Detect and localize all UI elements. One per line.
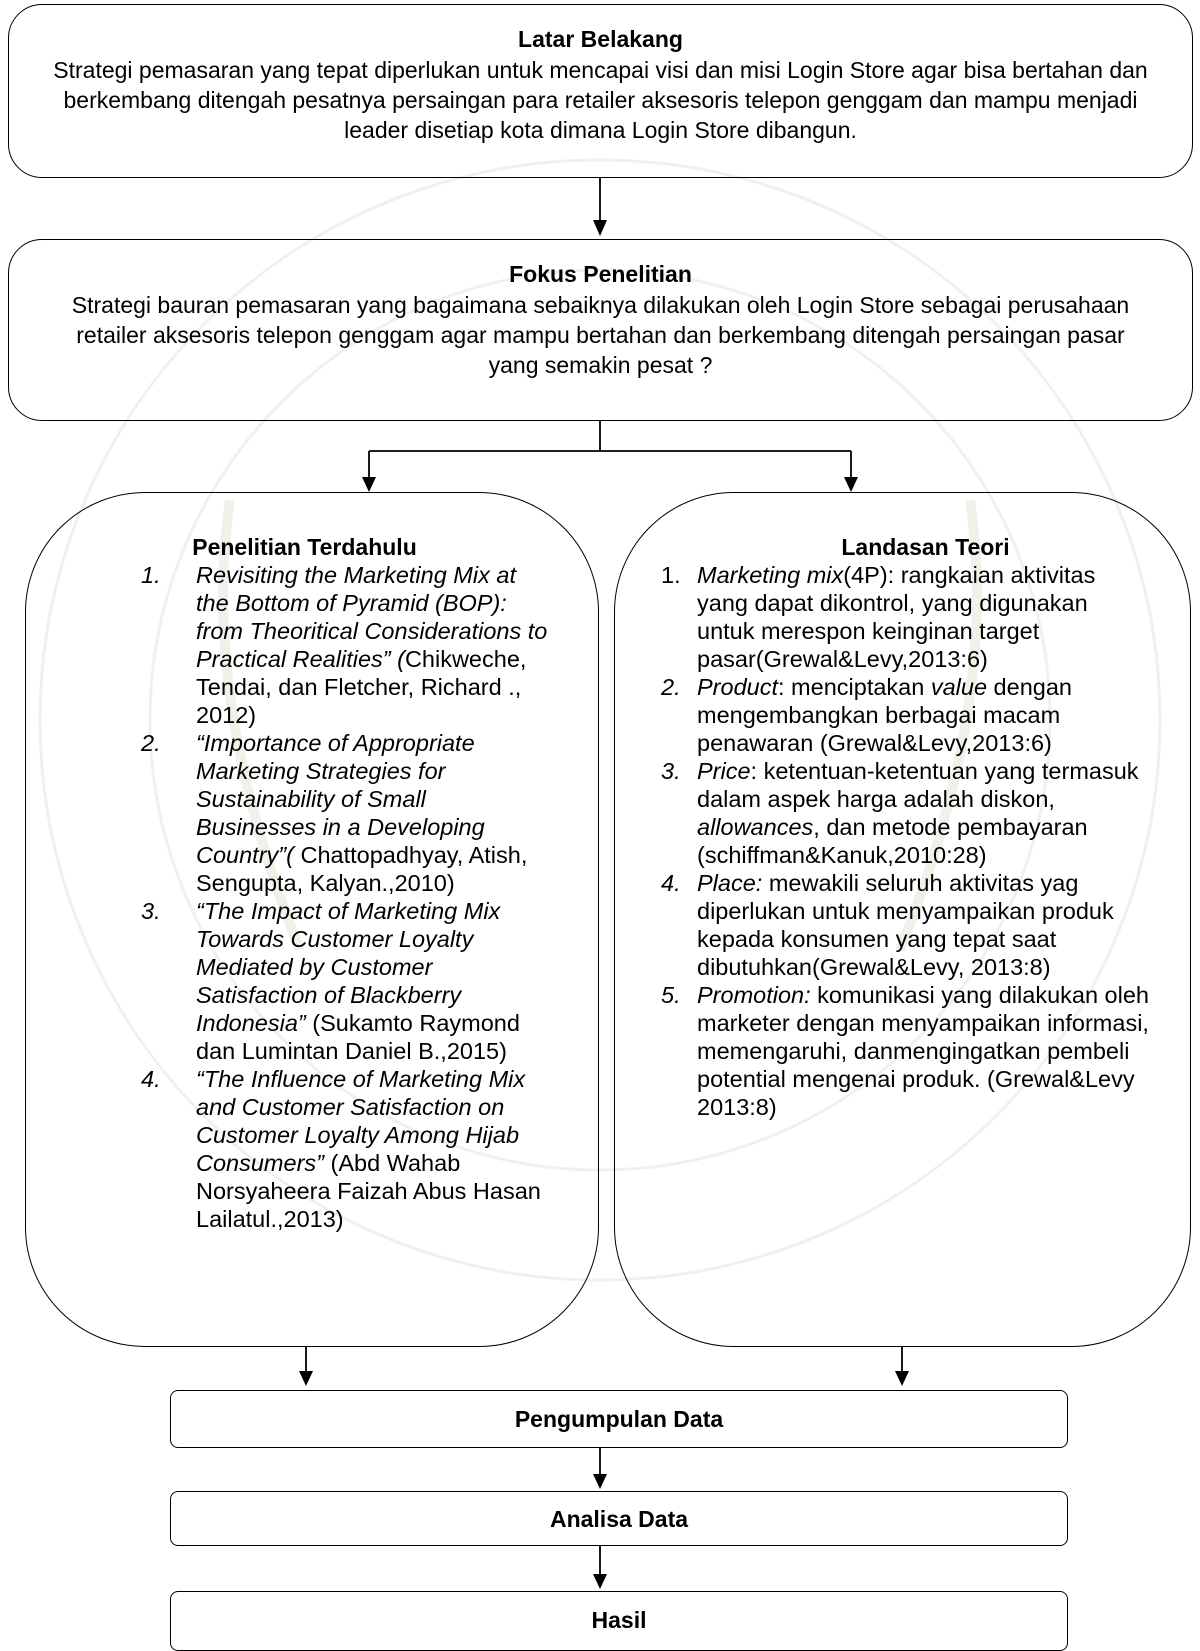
theory-text: : menciptakan bbox=[778, 674, 931, 700]
list-number: 4. bbox=[661, 870, 681, 896]
reference-citation: (Abd Wahab Norsyaheera Faizah Abus Hasan… bbox=[196, 1150, 541, 1232]
fokus-penelitian-text: Strategi bauran pemasaran yang bagaimana… bbox=[71, 292, 1130, 378]
theory-emphasis: allowances bbox=[697, 814, 814, 840]
list-number: 5. bbox=[661, 982, 681, 1008]
theory-text: komunikasi yang dilakukan oleh marketer … bbox=[697, 982, 1149, 1120]
theory-term: Price bbox=[697, 758, 751, 784]
penelitian-terdahulu-box: Penelitian Terdahulu 1. Revisiting the M… bbox=[25, 492, 599, 1347]
reference-citation: Chattopadhyay, Atish, Sengupta, Kalyan.,… bbox=[196, 842, 528, 896]
list-item: 2. “Importance of Appropriate Marketing … bbox=[141, 729, 548, 897]
list-number: 2. bbox=[661, 674, 681, 700]
reference-title: “The Impact of Marketing Mix Towards Cus… bbox=[196, 898, 501, 1036]
reference-title: “The Influence of Marketing Mix and Cust… bbox=[196, 1066, 526, 1176]
latar-belakang-box: Latar Belakang Strategi pemasaran yang t… bbox=[8, 4, 1193, 178]
list-item: 3. “The Impact of Marketing Mix Towards … bbox=[141, 897, 548, 1065]
list-number: 1. bbox=[661, 562, 681, 588]
reference-citation: Chikweche, Tendai, dan Fletcher, Richard… bbox=[196, 646, 527, 728]
list-item: 4. Place: mewakili seluruh aktivitas yag… bbox=[661, 869, 1150, 981]
analisa-data-box: Analisa Data bbox=[170, 1491, 1068, 1546]
pengumpulan-data-box: Pengumpulan Data bbox=[170, 1390, 1068, 1448]
fokus-penelitian-box: Fokus Penelitian Strategi bauran pemasar… bbox=[8, 239, 1193, 421]
theory-emphasis: value bbox=[930, 674, 988, 700]
list-number: 4. bbox=[141, 1066, 161, 1092]
fokus-penelitian-title: Fokus Penelitian bbox=[509, 261, 692, 287]
list-item: 1. Revisiting the Marketing Mix at the B… bbox=[141, 561, 548, 729]
landasan-teori-list: 1. Marketing mix(4P): rangkaian aktivita… bbox=[661, 561, 1150, 1121]
theory-term: Marketing mix bbox=[697, 562, 844, 588]
list-number: 1. bbox=[141, 562, 161, 588]
list-item: 4. “The Influence of Marketing Mix and C… bbox=[141, 1065, 548, 1233]
theory-term: Place: bbox=[697, 870, 763, 896]
analisa-data-label: Analisa Data bbox=[549, 1506, 689, 1532]
landasan-teori-title: Landasan Teori bbox=[841, 534, 1010, 560]
list-item: 1. Marketing mix(4P): rangkaian aktivita… bbox=[661, 561, 1150, 673]
theory-text: mewakili seluruh aktivitas yag diperluka… bbox=[697, 870, 1114, 980]
list-number: 3. bbox=[141, 898, 161, 924]
hasil-label: Hasil bbox=[591, 1607, 647, 1633]
latar-belakang-title: Latar Belakang bbox=[518, 26, 683, 52]
theory-term: Product bbox=[697, 674, 778, 700]
list-item: 5. Promotion: komunikasi yang dilakukan … bbox=[661, 981, 1150, 1121]
reference-title: “Importance of Appropriate Marketing Str… bbox=[196, 730, 485, 868]
theory-text-cont: dengan mengembangkan berbagai macam pena… bbox=[697, 674, 1072, 756]
reference-citation: (Sukamto Raymond dan Lumintan Daniel B.,… bbox=[196, 1010, 520, 1064]
theory-text: : ketentuan-ketentuan yang termasuk dala… bbox=[697, 758, 1139, 812]
pengumpulan-data-label: Pengumpulan Data bbox=[514, 1406, 724, 1432]
penelitian-terdahulu-title: Penelitian Terdahulu bbox=[192, 534, 417, 560]
landasan-teori-box: Landasan Teori 1. Marketing mix(4P): ran… bbox=[614, 492, 1191, 1347]
theory-text: (4P): rangkaian aktivitas yang dapat dik… bbox=[697, 562, 1096, 672]
list-number: 2. bbox=[141, 730, 161, 756]
list-item: 3. Price: ketentuan-ketentuan yang terma… bbox=[661, 757, 1150, 869]
hasil-box: Hasil bbox=[170, 1591, 1068, 1651]
theory-text-cont: , dan metode pembayaran (schiffman&Kanuk… bbox=[697, 814, 1088, 868]
reference-title: Revisiting the Marketing Mix at the Bott… bbox=[196, 562, 548, 672]
latar-belakang-text: Strategi pemasaran yang tepat diperlukan… bbox=[53, 57, 1148, 143]
penelitian-terdahulu-list: 1. Revisiting the Marketing Mix at the B… bbox=[141, 561, 548, 1233]
list-number: 3. bbox=[661, 758, 681, 784]
theory-term: Promotion: bbox=[697, 982, 811, 1008]
list-item: 2. Product: menciptakan value dengan men… bbox=[661, 673, 1150, 757]
